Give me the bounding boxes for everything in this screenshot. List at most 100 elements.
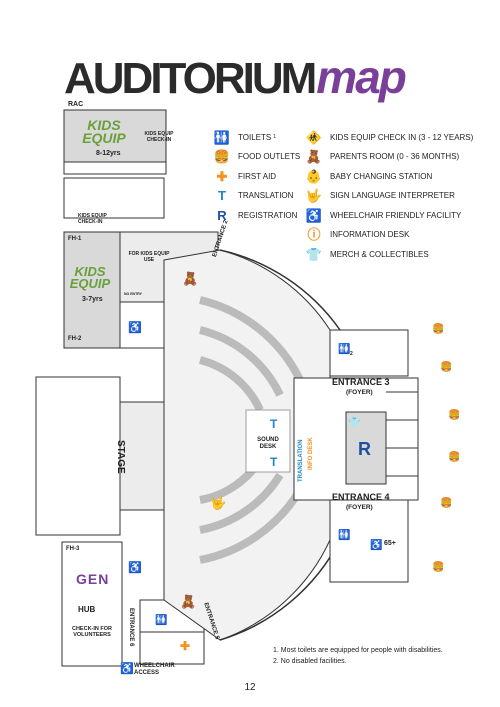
legend-label: INFORMATION DESK <box>330 230 410 239</box>
sixty-five-label: 65+ <box>384 540 396 547</box>
sign-language-icon: 🤟 <box>305 188 323 203</box>
parents-room-icon: 🧸 <box>182 271 199 286</box>
hub-label: HUB <box>78 605 96 614</box>
parents-room-icon: 🧸 <box>305 149 323 164</box>
age-top: 8-12yrs <box>96 150 121 157</box>
left-block-1 <box>119 301 165 349</box>
legend-footnote-ref: 1 <box>273 134 276 140</box>
fh1-fh2-room <box>63 231 121 349</box>
title-auditorium: AUDITORIUM <box>64 54 317 103</box>
legend-item: ⓘ INFORMATION DESK <box>306 228 409 242</box>
legend-item: ✚ FIRST AID <box>214 168 277 184</box>
toilet-block-bottom <box>329 499 409 583</box>
burger-icon: 🍔 <box>448 410 461 421</box>
checkin-volunteers: CHECK-IN FOR VOLUNTEERS <box>71 626 113 639</box>
toilet-icon: 🚻 <box>338 344 351 355</box>
registration-desk <box>345 411 387 485</box>
title-map: map <box>316 51 407 103</box>
legend-item: 🍔 FOOD OUTLETS <box>214 150 300 164</box>
wheelchair-icon: ♿ <box>128 322 142 334</box>
toilet-icon: 🚻 <box>213 129 231 145</box>
info-icon: ⓘ <box>307 227 321 242</box>
entrance-4: ENTRANCE 4 <box>332 492 390 502</box>
translation-label: TRANSLATION <box>298 439 304 482</box>
wheelchair-icon: ♿ <box>128 562 142 574</box>
burger-icon: 🍔 <box>213 149 231 164</box>
fh1-label: FH-1 <box>68 236 82 242</box>
kids-checkin-mid: KIDS EQUIP CHECK-IN <box>78 213 107 225</box>
legend-item: T TRANSLATION <box>214 189 293 203</box>
fh3-label: FH-3 <box>66 546 80 552</box>
wheelchair-icon: ♿ <box>370 540 383 551</box>
legend-label: BABY CHANGING STATION <box>330 171 433 181</box>
kids-checkin-icon: 🚸 <box>305 129 323 145</box>
legend-label: MERCH & COLLECTIBLES <box>330 249 429 259</box>
toilet-icon: 🚻 <box>338 530 351 541</box>
entrance-4-foyer: (FOYER) <box>346 504 373 511</box>
legend-label: KIDS EQUIP CHECK IN (3 - 12 YEARS) <box>330 132 474 142</box>
wheelchair-icon: ♿ <box>120 663 134 675</box>
wheelchair-icon: ♿ <box>305 207 323 223</box>
footnotes: 1. Most toilets are equipped for people … <box>273 646 443 667</box>
translation-icon: T <box>218 188 226 203</box>
legend-label: TOILETS <box>238 132 272 142</box>
stage-label: STAGE <box>115 440 126 474</box>
legend-label: WHEELCHAIR FRIENDLY FACILITY <box>330 210 462 220</box>
legend-label: SIGN LANGUAGE INTERPRETER <box>330 191 455 200</box>
fh2-label: FH-2 <box>68 336 82 342</box>
kids-checkin-top: KIDS EQUIP CHECK-IN <box>144 131 174 143</box>
info-desk-label: INFO DESK <box>308 437 314 470</box>
footnote-2: 2. No disabled facilities. <box>273 657 347 665</box>
toilet-icon: 🚻 <box>155 615 168 626</box>
first-aid-icon: ✚ <box>216 168 228 184</box>
kids-equip-logo-top: KIDS EQUIP <box>82 117 126 147</box>
burger-icon: 🍔 <box>448 452 461 463</box>
entrance-3: ENTRANCE 3 <box>332 377 390 387</box>
no-entry-label: NO ENTRY <box>124 292 142 296</box>
legend-item: 🧸 PARENTS ROOM (0 - 36 MONTHS) <box>306 150 459 164</box>
legend-label: TRANSLATION <box>238 191 294 200</box>
legend-item: 👶 BABY CHANGING STATION <box>306 169 432 183</box>
footnote-1: 1. Most toilets are equipped for people … <box>273 647 443 654</box>
entrance-6: ENTRANCE 6 <box>128 608 134 647</box>
legend-item: R REGISTRATION <box>214 208 297 222</box>
translation-icon: T <box>270 455 278 469</box>
backstage <box>35 376 121 536</box>
legend-item: 🚸 KIDS EQUIP CHECK IN (3 - 12 YEARS) <box>306 130 473 144</box>
legend-item: 👕 MERCH & COLLECTIBLES <box>306 247 429 261</box>
for-kids-equip-use: FOR KIDS EQUIP USE <box>128 251 170 263</box>
registration-icon: R <box>217 207 227 223</box>
age-mid: 3-7yrs <box>82 296 103 303</box>
kids-equip-logo-mid: KIDS EQUIP <box>69 264 111 292</box>
legend-label: PARENTS ROOM (0 - 36 MONTHS) <box>330 152 460 161</box>
rac-corridor <box>63 161 167 175</box>
map-title: AUDITORIUMmap <box>64 50 407 110</box>
stage-block <box>119 401 165 511</box>
legend-item: ♿ WHEELCHAIR FRIENDLY FACILITY <box>306 208 461 222</box>
hub-logo: GEN <box>76 571 110 587</box>
rac-label: RAC <box>68 101 84 108</box>
sign-language-icon: 🤟 <box>210 495 227 510</box>
baby-change-icon: 👶 <box>305 168 323 184</box>
merch-icon: 👕 <box>348 418 361 429</box>
burger-icon: 🍔 <box>440 362 453 373</box>
legend-label: REGISTRATION <box>238 210 298 220</box>
page-number: 12 <box>244 682 256 693</box>
first-aid-icon: ✚ <box>180 639 191 653</box>
fh3-room <box>61 541 123 667</box>
legend-label: FIRST AID <box>238 171 277 181</box>
burger-icon: 🍔 <box>432 324 445 335</box>
translation-icon: T <box>270 417 278 431</box>
sound-desk-area <box>245 409 291 473</box>
burger-icon: 🍔 <box>432 562 445 573</box>
legend-item: 🤟 SIGN LANGUAGE INTERPRETER <box>306 189 455 203</box>
toilet-note: 2 <box>350 351 353 357</box>
empty-room <box>63 177 165 219</box>
sound-desk-label: SOUND DESK <box>257 437 279 450</box>
legend-label: FOOD OUTLETS <box>238 152 301 161</box>
entrance-3-foyer: (FOYER) <box>346 389 373 396</box>
toilet-block-top <box>329 329 409 377</box>
registration-icon: R <box>358 439 371 459</box>
merch-icon: 👕 <box>305 246 323 262</box>
